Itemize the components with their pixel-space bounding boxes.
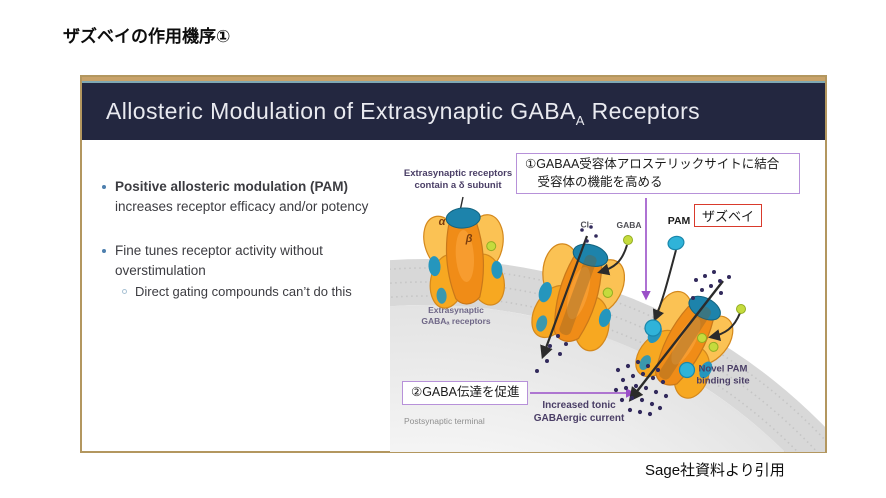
bullet-dot-icon (102, 185, 106, 189)
chloride-label: Cl⁻ (580, 219, 594, 230)
source-caption: Sage社資料より引用 (645, 462, 785, 479)
annotation-box-2: ②GABA伝達を促進 (402, 381, 529, 405)
annotation-box-1: ①GABAA受容体アロステリックサイトに結合 受容体の機能を高める (516, 153, 800, 194)
bullet-list: Positive allosteric modulation (PAM) inc… (102, 177, 394, 301)
sub-bullet-text: Direct gating compounds can’t do this (135, 283, 352, 299)
extrasynaptic-receptors-label: Extrasynaptic GABAₐ receptors (421, 304, 491, 326)
postsynaptic-terminal-label: Postsynaptic terminal (404, 416, 485, 426)
increased-tonic-label: Increased tonic GABAergic current (533, 400, 625, 424)
slide-teal-accent-line (82, 81, 825, 83)
slide-header: Allosteric Modulation of Extrasynaptic G… (82, 83, 825, 140)
bullet-fine-tunes: Fine tunes receptor activity without ove… (102, 241, 394, 281)
slide-frame: Allosteric Modulation of Extrasynaptic G… (80, 75, 827, 453)
pam-label: PAM (667, 215, 691, 227)
page-title: ザズベイの作用機序① (63, 27, 231, 46)
annotation-zazbei: ザズベイ (694, 204, 762, 227)
gaba-label: GABA (616, 220, 642, 230)
diagram-graphic (390, 196, 825, 452)
bullet-fine-tunes-text: Fine tunes receptor activity without ove… (115, 242, 323, 278)
bullet-pam: Positive allosteric modulation (PAM) inc… (102, 177, 394, 217)
receptor-diagram: Extrasynaptic receptors contain a δ subu… (390, 150, 825, 452)
sub-bullet-direct-gating: Direct gating compounds can’t do this (122, 283, 394, 301)
alpha-subunit-label: α (438, 216, 446, 228)
slide-top-accent-bar (82, 77, 825, 81)
bullet-dot-icon (102, 248, 106, 253)
slide-title: Allosteric Modulation of Extrasynaptic G… (106, 98, 701, 128)
bullet-pam-text: Positive allosteric modulation (PAM) inc… (115, 179, 369, 214)
novel-pam-binding-site-label: Novel PAM binding site (696, 363, 750, 387)
beta-subunit-label: β (465, 233, 473, 245)
sub-bullet-circle-icon (122, 288, 127, 294)
slide-title-subscript: A (575, 113, 585, 128)
extrasynaptic-delta-note: Extrasynaptic receptors contain a δ subu… (403, 168, 513, 191)
